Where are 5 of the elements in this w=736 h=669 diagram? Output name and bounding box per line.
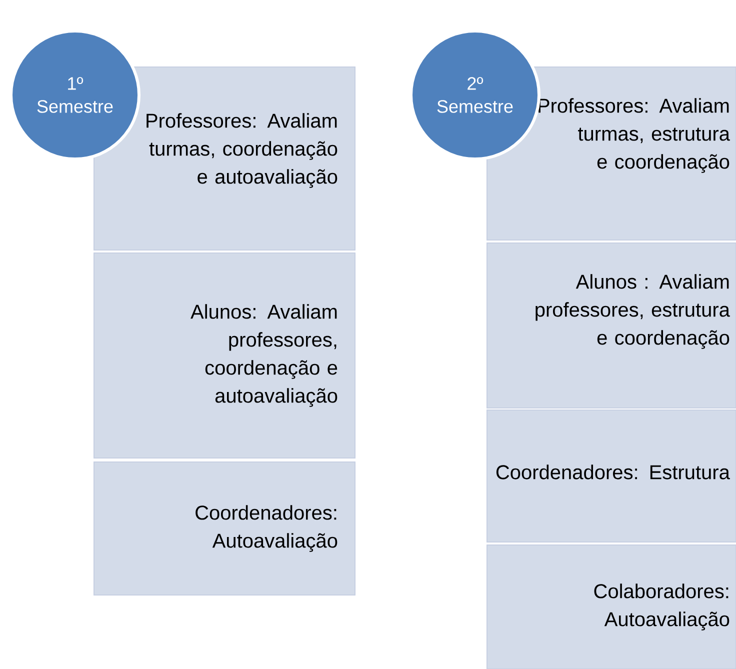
text-box: Colaboradores: Autoavaliação bbox=[486, 544, 736, 669]
text-box: Alunos : Avaliam professores, estrutura e coordenação bbox=[486, 242, 736, 408]
text-box: Coordenadores: Estrutura bbox=[486, 409, 736, 542]
text-box: Alunos: Avaliam professores, coordenação e autoavaliação bbox=[94, 252, 356, 458]
text-box: Coordenadores: Autoavaliação bbox=[94, 461, 356, 596]
